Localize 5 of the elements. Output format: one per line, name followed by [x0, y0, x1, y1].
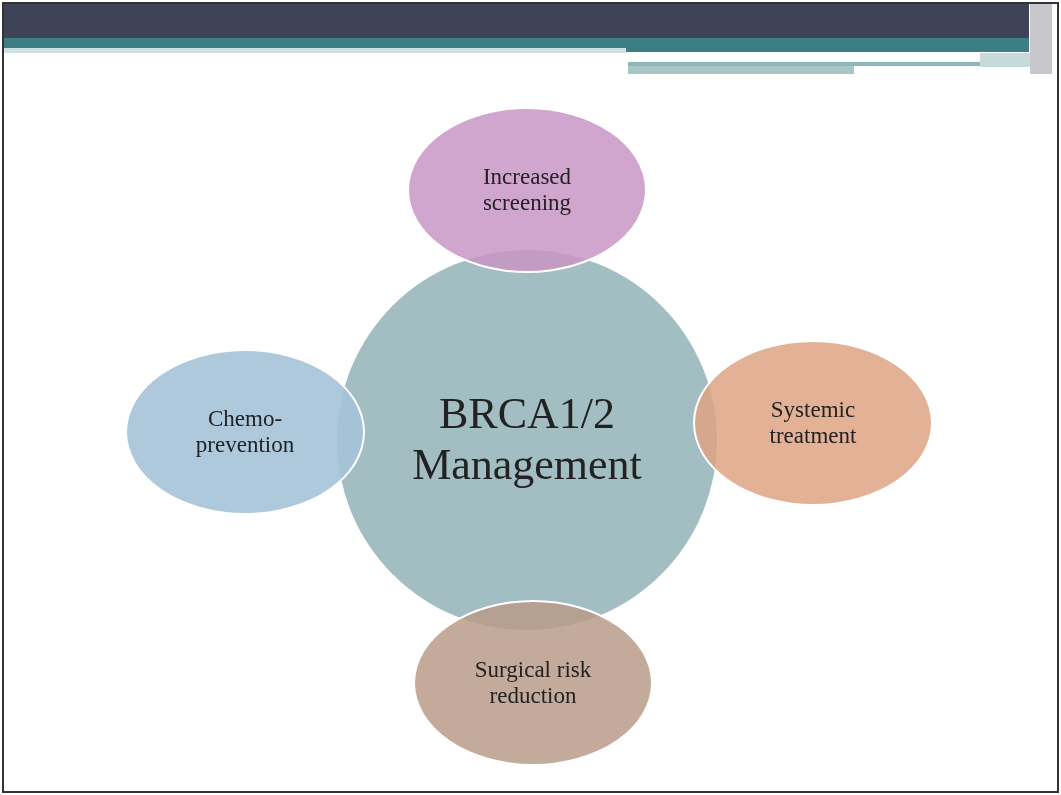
node-text: Chemo- prevention [194, 405, 296, 459]
node-text: Systemic treatment [768, 396, 858, 450]
center-title: BRCA1/2 Management [411, 389, 643, 491]
node-text: Increased screening [481, 163, 573, 217]
node-text: Surgical risk reduction [473, 656, 593, 710]
